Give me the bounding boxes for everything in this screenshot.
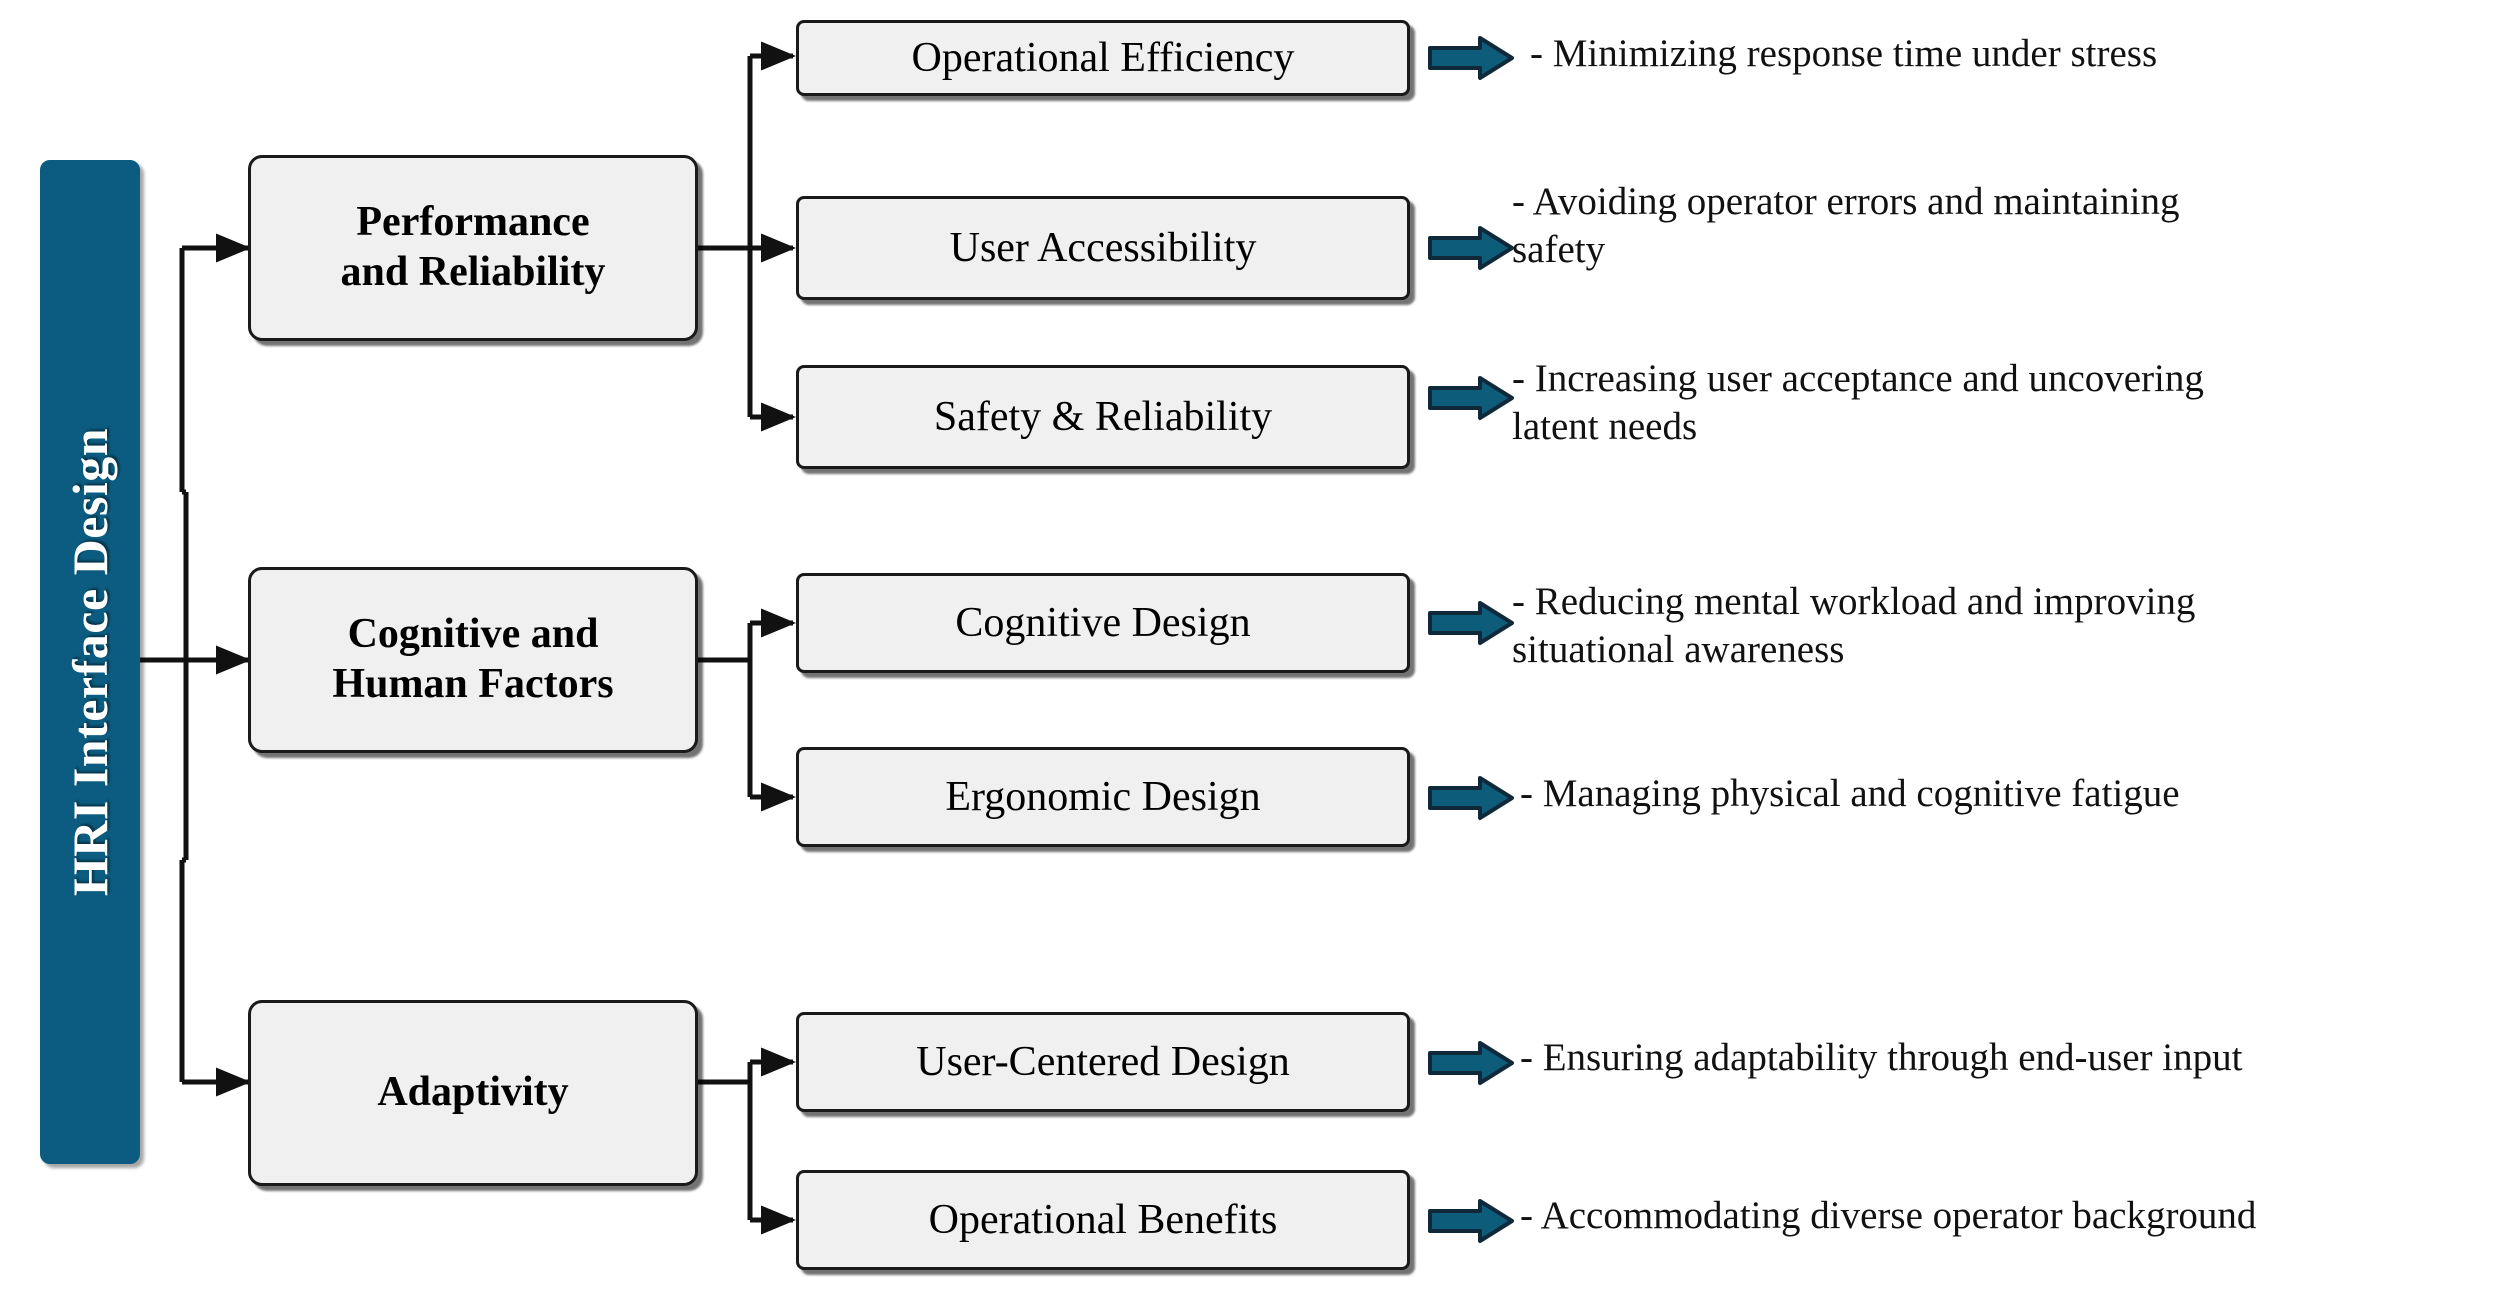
sub-box-label: Ergonomic Design (945, 774, 1261, 820)
category-box-adaptivity[interactable]: Adaptivity (248, 1000, 698, 1186)
outcome-text-cognitive-design: - Reducing mental workload and improving… (1512, 580, 2196, 671)
root-node-hri-interface-design[interactable]: HRI Interface Design (40, 160, 140, 1164)
sub-box-operational-benefits[interactable]: Operational Benefits (796, 1170, 1410, 1270)
sub-box-cognitive-design[interactable]: Cognitive Design (796, 573, 1410, 673)
block-right-arrow-icon (1428, 601, 1514, 645)
sub-box-label: User-Centered Design (916, 1039, 1290, 1085)
category-label: Cognitive and Human Factors (332, 611, 614, 707)
category-label: Adaptivity (377, 1069, 569, 1116)
sub-box-user-accessibility[interactable]: User Accessibility (796, 196, 1410, 300)
block-right-arrow-icon (1428, 226, 1514, 270)
sub-box-label: Operational Benefits (928, 1197, 1278, 1243)
outcome-text-user-accessibility: - Avoiding operator errors and maintaini… (1512, 180, 2180, 271)
sub-box-safety-and-reliability[interactable]: Safety & Reliability (796, 365, 1410, 469)
outcome-text-ergonomic-design: - Managing physical and cognitive fatigu… (1520, 772, 2180, 815)
sub-box-label: User Accessibility (949, 225, 1257, 271)
sub-box-operational-efficiency[interactable]: Operational Efficiency (796, 20, 1410, 96)
block-right-arrow-icon (1428, 376, 1514, 420)
block-right-arrow-icon (1428, 1199, 1514, 1243)
category-label: Performance and Reliability (340, 199, 606, 295)
sub-box-label: Safety & Reliability (933, 394, 1273, 440)
category-box-cognitive-and-human-factors[interactable]: Cognitive and Human Factors (248, 567, 698, 753)
root-node-label: HRI Interface Design (62, 427, 119, 897)
outcome-text-operational-efficiency: - Minimizing response time under stress (1530, 32, 2158, 75)
category-box-performance-and-reliability[interactable]: Performance and Reliability (248, 155, 698, 341)
outcome-text-safety-and-reliability: - Increasing user acceptance and uncover… (1512, 357, 2204, 448)
block-right-arrow-icon (1428, 36, 1514, 80)
block-right-arrow-icon (1428, 776, 1514, 820)
sub-box-label: Cognitive Design (955, 600, 1251, 646)
sub-box-label: Operational Efficiency (911, 35, 1295, 81)
sub-box-ergonomic-design[interactable]: Ergonomic Design (796, 747, 1410, 847)
outcome-text-operational-benefits: - Accommodating diverse operator backgro… (1520, 1194, 2257, 1237)
sub-box-user-centered-design[interactable]: User-Centered Design (796, 1012, 1410, 1112)
outcome-text-user-centered-design: - Ensuring adaptability through end-user… (1520, 1036, 2243, 1079)
block-right-arrow-icon (1428, 1041, 1514, 1085)
